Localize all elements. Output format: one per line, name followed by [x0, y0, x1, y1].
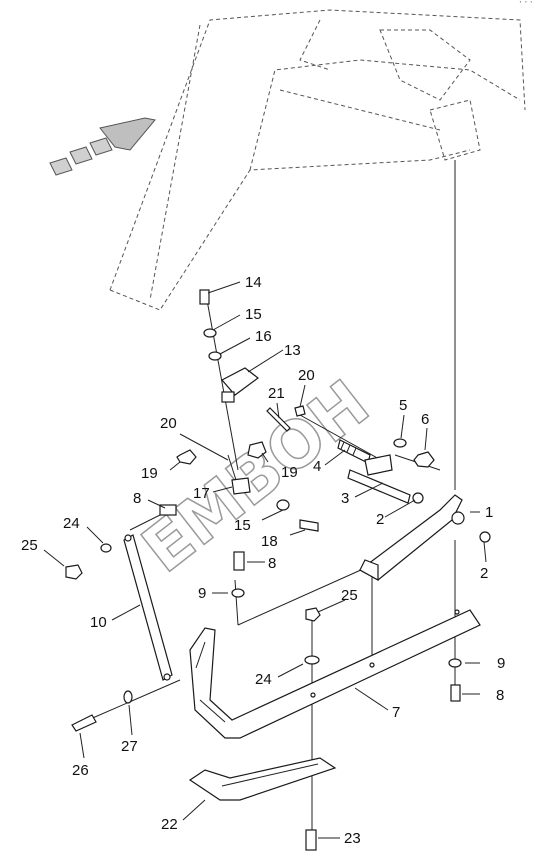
- callout-18: 18: [261, 533, 278, 550]
- lever-part: [358, 492, 491, 582]
- callout-20: 20: [298, 367, 315, 384]
- nut-washer-5-6: [393, 438, 435, 468]
- callout-13: 13: [284, 342, 301, 359]
- callout-8: 8: [133, 490, 141, 507]
- scraper-blade-part: [189, 609, 481, 739]
- callout-7: 7: [392, 704, 400, 721]
- machine-frame-outline: [109, 9, 526, 311]
- corner-mark: ···: [517, 0, 534, 8]
- callout-21: 21: [268, 385, 285, 402]
- callout-2: 2: [376, 511, 384, 528]
- callout-9: 9: [497, 655, 505, 672]
- callout-22: 22: [161, 816, 178, 833]
- sensor-assembly: [221, 367, 306, 495]
- callout-15: 15: [245, 306, 262, 323]
- callout-23: 23: [344, 830, 361, 847]
- callout-9: 9: [198, 585, 206, 602]
- callout-19: 19: [141, 465, 158, 482]
- callout-3: 3: [341, 490, 349, 507]
- tie-rod-part: [123, 534, 173, 681]
- callout-25: 25: [341, 587, 358, 604]
- callout-8: 8: [496, 687, 504, 704]
- callout-15: 15: [234, 517, 251, 534]
- guide-lines: [87, 160, 456, 830]
- callout-17: 17: [193, 485, 210, 502]
- callout-labels: 1 2 2 3 4 5 6 7 8 8 8 9 9 10 13 14 15 15…: [21, 274, 505, 847]
- callout-2: 2: [480, 565, 488, 582]
- leader-lines: [43, 281, 487, 839]
- callout-1: 1: [485, 504, 493, 521]
- direction-arrow-icon: [49, 117, 156, 176]
- callout-16: 16: [255, 328, 272, 345]
- callout-6: 6: [421, 411, 429, 428]
- bolt-icons: [71, 289, 461, 851]
- callout-26: 26: [72, 762, 89, 779]
- callout-24: 24: [255, 671, 272, 688]
- callout-8: 8: [268, 555, 276, 572]
- callout-5: 5: [399, 397, 407, 414]
- callout-19: 19: [281, 464, 298, 481]
- callout-25: 25: [21, 537, 38, 554]
- callout-4: 4: [313, 458, 321, 475]
- callout-10: 10: [90, 614, 107, 631]
- callout-24: 24: [63, 515, 80, 532]
- lower-guard-part: [188, 757, 337, 801]
- callout-14: 14: [245, 274, 262, 291]
- nut-washer-icons: [65, 328, 462, 704]
- shaft-part: [337, 439, 411, 504]
- callout-27: 27: [121, 738, 138, 755]
- callout-20: 20: [160, 415, 177, 432]
- watermark-text: EMBOH: [129, 367, 383, 588]
